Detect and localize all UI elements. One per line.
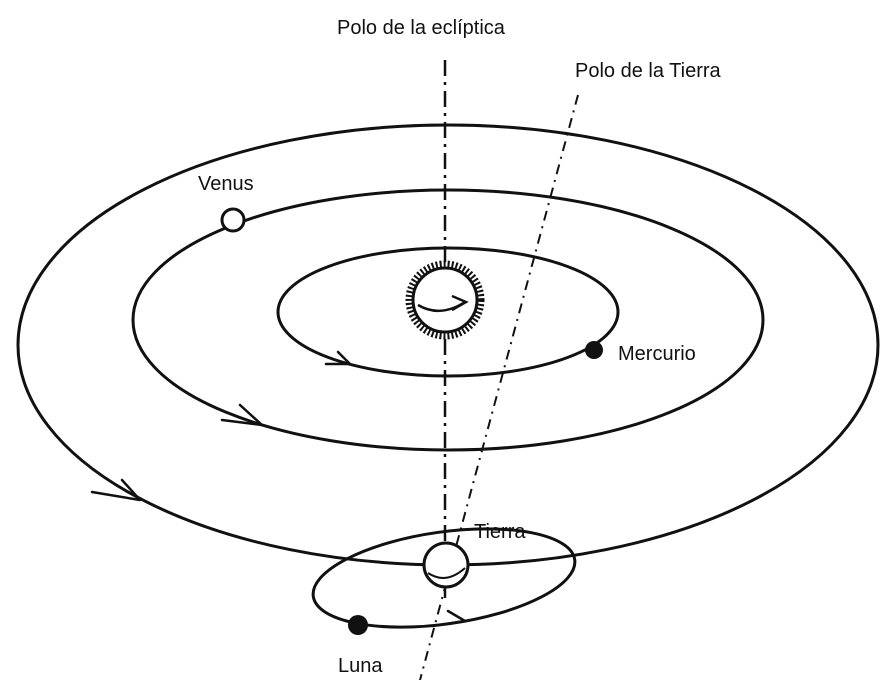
venus-orbit xyxy=(131,188,765,452)
earth-label: Tierra xyxy=(474,521,526,543)
venus-planet xyxy=(220,207,246,233)
venus-orbit-arrow xyxy=(220,403,264,427)
earth-planet xyxy=(422,541,470,589)
mercury-orbit-arrow xyxy=(324,350,352,366)
earth-orbit-arrow xyxy=(90,478,142,502)
earth-pole-label: Polo de la Tierra xyxy=(575,60,722,82)
mercury-orbit xyxy=(276,246,620,378)
ecliptic-pole-label: Polo de la eclíptica xyxy=(337,17,506,39)
earth-pole-axis xyxy=(419,94,579,680)
mercury-label: Mercurio xyxy=(618,343,696,365)
venus-label: Venus xyxy=(198,173,254,195)
mercury-planet xyxy=(585,341,603,359)
moon-orbit-arrow xyxy=(430,609,467,628)
sun xyxy=(405,260,485,340)
moon-planet xyxy=(348,615,368,635)
moon-label: Luna xyxy=(338,655,383,677)
